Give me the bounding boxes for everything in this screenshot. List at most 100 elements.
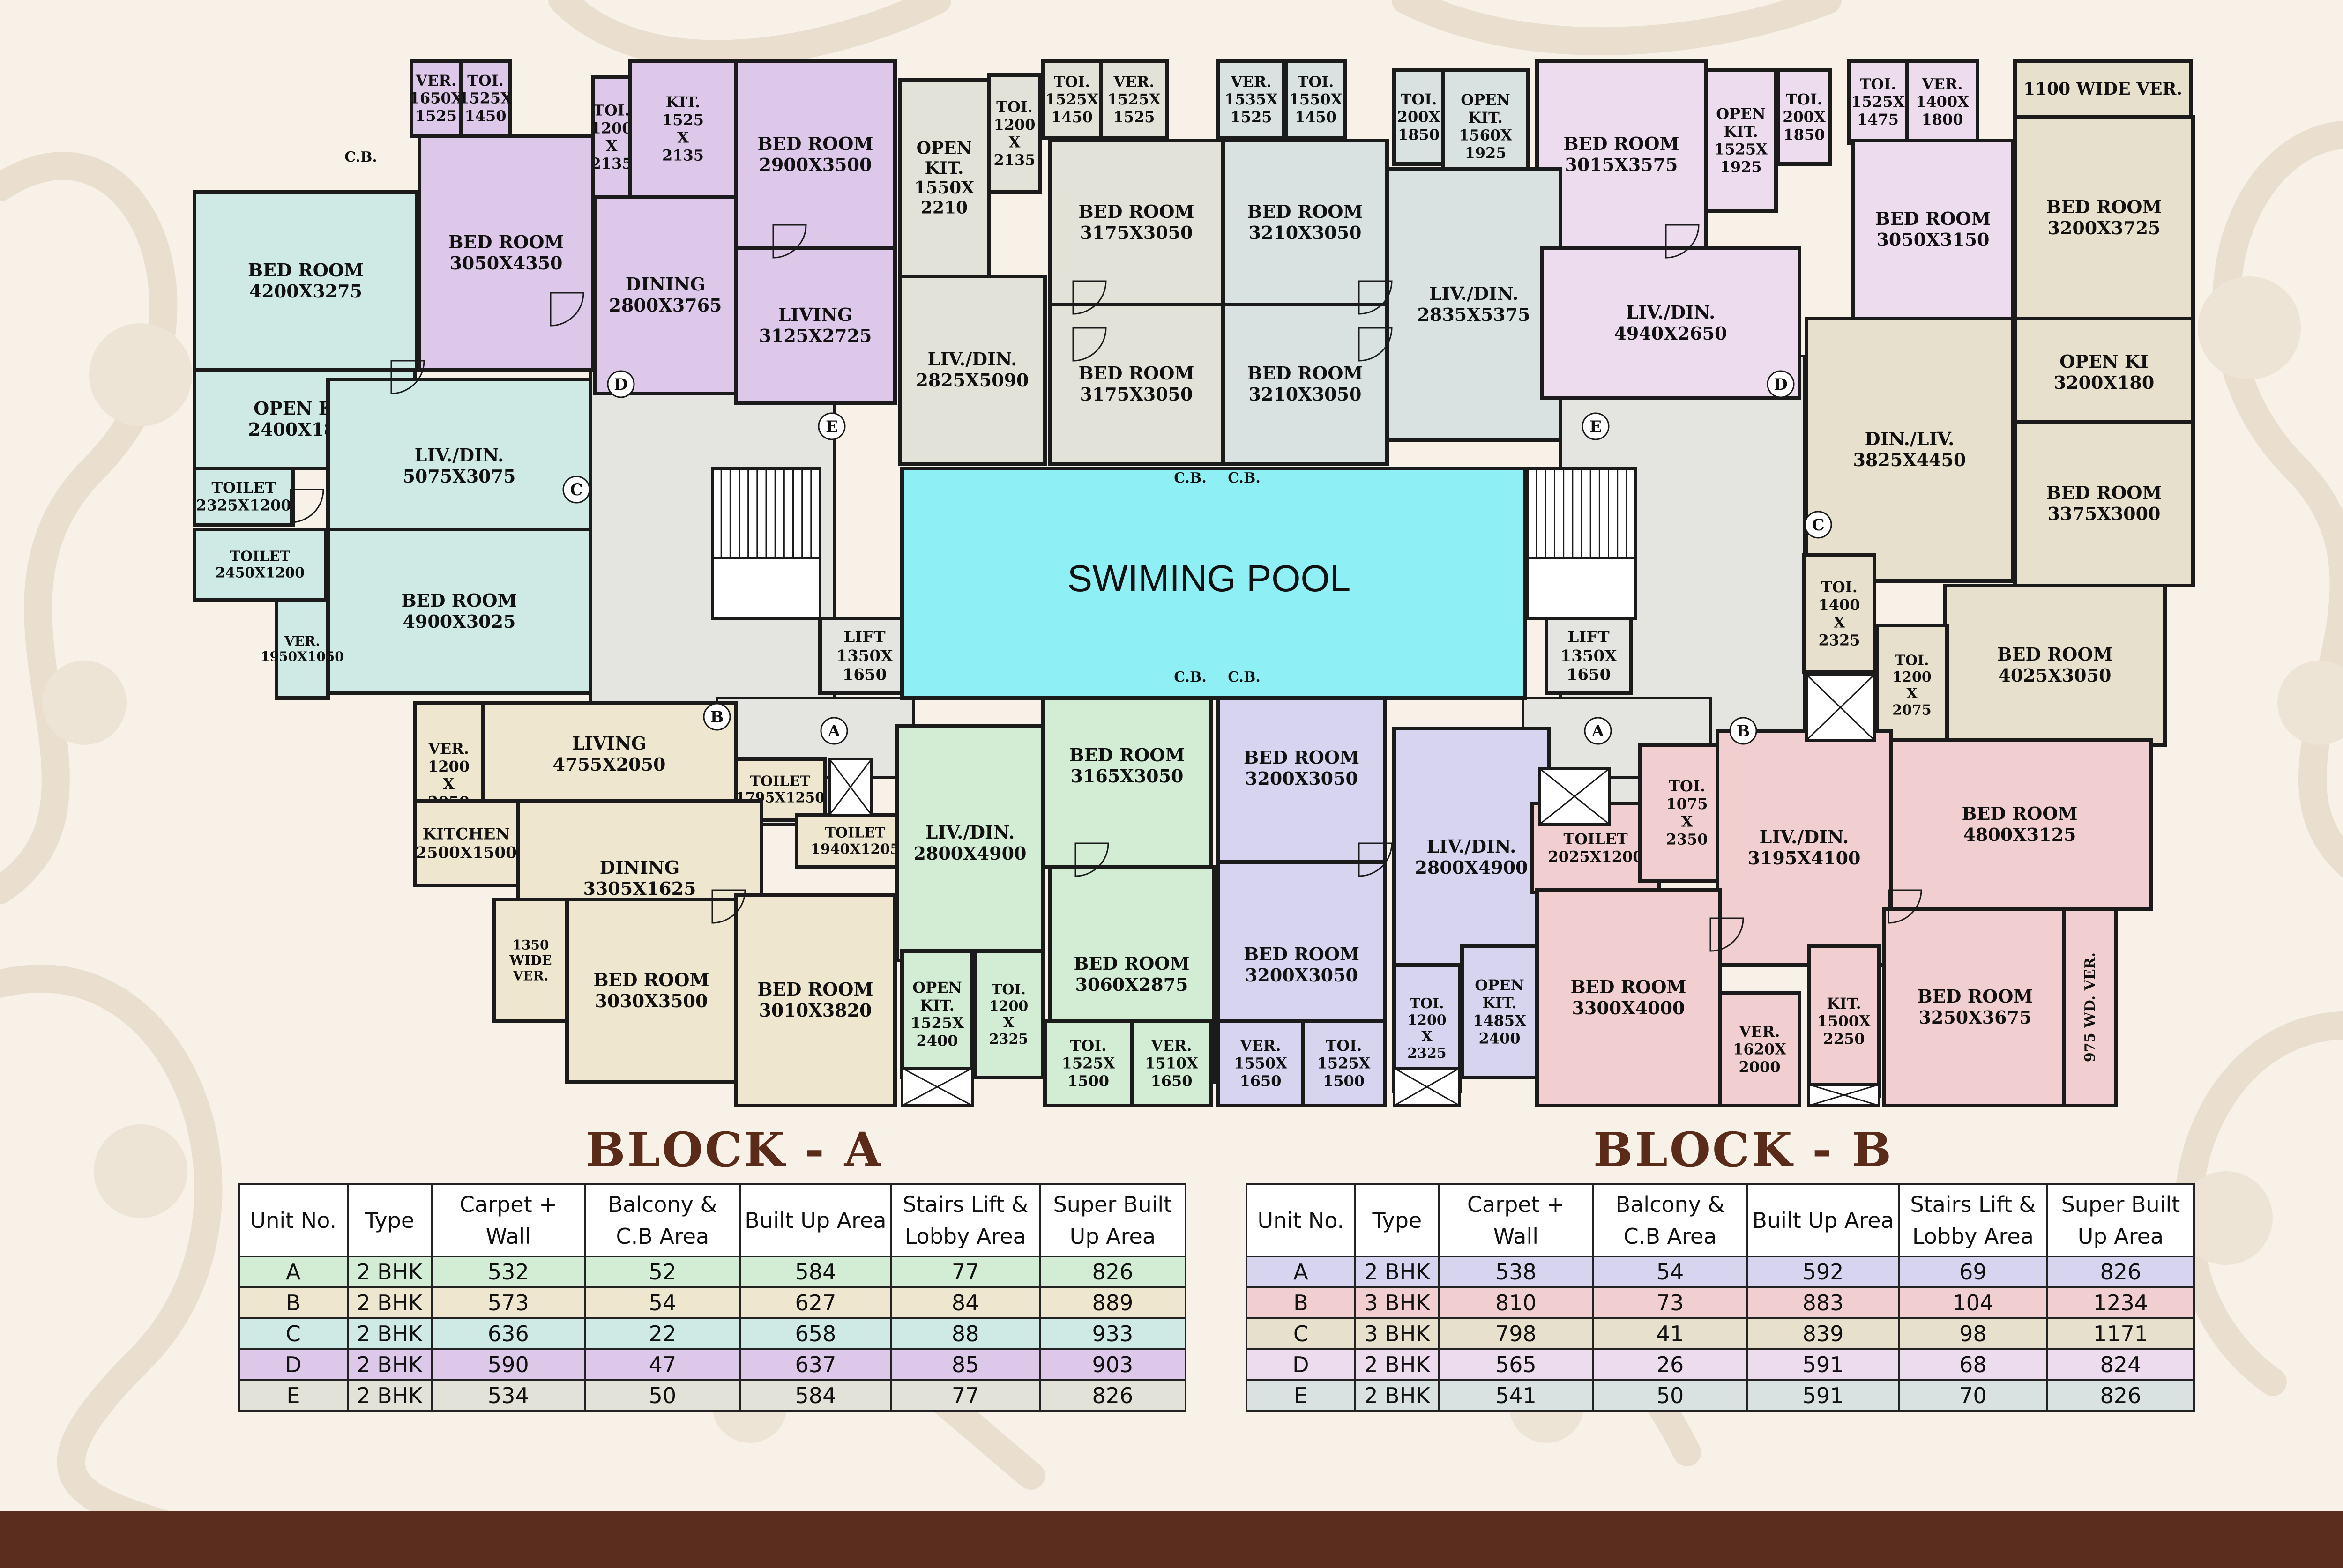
room-outline — [193, 467, 295, 527]
room-label: 2800X4900 — [913, 843, 1026, 864]
room-label: OPEN — [1716, 105, 1766, 123]
svg-text:C: C — [570, 481, 582, 499]
room-outline — [1535, 59, 1708, 250]
room-label: 1940X1205 — [811, 841, 900, 858]
room-outline — [565, 898, 738, 1084]
door-swing — [1709, 917, 1744, 952]
room-label: 1100 WIDE VER. — [2023, 79, 2182, 99]
room-label: WIDE — [509, 952, 552, 968]
room-label: 2075 — [1892, 702, 1932, 719]
cell-carpet: 565 — [1438, 1348, 1594, 1381]
cb-marker: C.B. — [1228, 470, 1261, 486]
room-outline — [898, 275, 1047, 466]
col-super-built: Super Built Up Area — [2046, 1183, 2195, 1257]
room-label: 1800 — [1921, 111, 1963, 128]
room-label: BED ROOM — [1074, 953, 1189, 974]
cell-carpet: 636 — [430, 1317, 586, 1350]
room-label: KIT. — [920, 996, 955, 1014]
room-label: 1475 — [1857, 111, 1899, 128]
room-label: TOI. — [1786, 90, 1822, 108]
unit-entry-marker: E — [1582, 412, 1610, 440]
cell-balcony: 52 — [584, 1256, 741, 1288]
room-label: TOILET — [211, 479, 276, 497]
room-label: BED ROOM — [1244, 944, 1359, 965]
unit-entry-marker: C — [562, 476, 590, 504]
room-label: 3825X4450 — [1853, 449, 1966, 470]
cell-carpet: 534 — [430, 1379, 586, 1412]
room-label: TOI. — [1860, 75, 1896, 93]
room-label: VER. — [512, 968, 548, 983]
block-b-area-table: Unit No. Type Carpet + Wall Balcony & C.… — [1246, 1183, 2195, 1412]
room-label: LIFT — [843, 628, 885, 647]
room-label: 1650X — [410, 89, 463, 107]
cell-unit: D — [1246, 1348, 1356, 1381]
cell-built: 592 — [1746, 1256, 1900, 1288]
room-outline — [628, 59, 738, 199]
room-label: 1350X — [836, 647, 893, 665]
room-label: VER. — [1231, 73, 1272, 90]
door-swing — [290, 489, 324, 523]
cell-super: 826 — [1038, 1256, 1187, 1288]
room-label: VER. — [284, 633, 320, 649]
room-label: KITCHEN — [423, 825, 510, 843]
pool-label: SWIMING POOL — [1067, 557, 1351, 599]
room-label: 3030X3500 — [595, 990, 708, 1011]
room-label: TOILET — [1563, 830, 1628, 848]
cell-super: 826 — [2046, 1379, 2195, 1412]
cell-type: 3 BHK — [1354, 1286, 1440, 1319]
cell-stairs: 70 — [1897, 1379, 2048, 1412]
room-label: 1950X1050 — [261, 649, 344, 664]
cell-unit: A — [1246, 1256, 1356, 1288]
room-label: 1550X — [1234, 1055, 1287, 1072]
col-super-built: Super Built Up Area — [1038, 1183, 1187, 1257]
room-label: 2210 — [921, 198, 968, 218]
room-label: 3250X3675 — [1918, 1007, 2031, 1028]
room-label: 2500X1500 — [416, 843, 517, 862]
door-swing — [772, 224, 807, 259]
room-label: 1525 — [1113, 108, 1155, 126]
room-label: X — [1834, 614, 1845, 632]
room-outline — [1802, 553, 1876, 674]
room-label: 1525 — [1230, 108, 1272, 126]
unit-entry-marker: B — [703, 703, 731, 731]
room-outline — [987, 73, 1042, 194]
room-label: 1925 — [1720, 158, 1761, 176]
room-b-ver-975: 975 WD. VER. — [2062, 907, 2118, 1107]
cell-type: 2 BHK — [1354, 1379, 1440, 1412]
cell-super: 1171 — [2046, 1317, 2195, 1350]
block-a-title: BLOCK - A — [586, 1122, 883, 1177]
cell-carpet: 532 — [430, 1256, 586, 1288]
room-label: DINING — [626, 274, 705, 295]
room-label: 3210X3050 — [1248, 384, 1361, 405]
room-label: 3200X180 — [2054, 372, 2155, 393]
room-label: 2025X1200 — [1548, 848, 1643, 866]
room-label: 1525X — [459, 89, 512, 107]
room-outline — [1221, 139, 1389, 306]
room-label: 1850 — [1398, 126, 1440, 143]
room-label: 1650 — [1239, 1072, 1281, 1090]
cell-super: 826 — [1038, 1379, 1187, 1412]
room-label: 3210X3050 — [1248, 222, 1361, 243]
room-label: KIT. — [925, 158, 964, 178]
room-outline — [1704, 68, 1778, 213]
room-label: 3375X3000 — [2047, 503, 2160, 524]
room-label: 2400 — [1478, 1029, 1520, 1047]
cell-balcony: 50 — [584, 1379, 741, 1412]
room-label: LIVING — [572, 733, 647, 754]
cell-unit: B — [1246, 1286, 1356, 1319]
room-label: 1200 — [993, 116, 1035, 134]
